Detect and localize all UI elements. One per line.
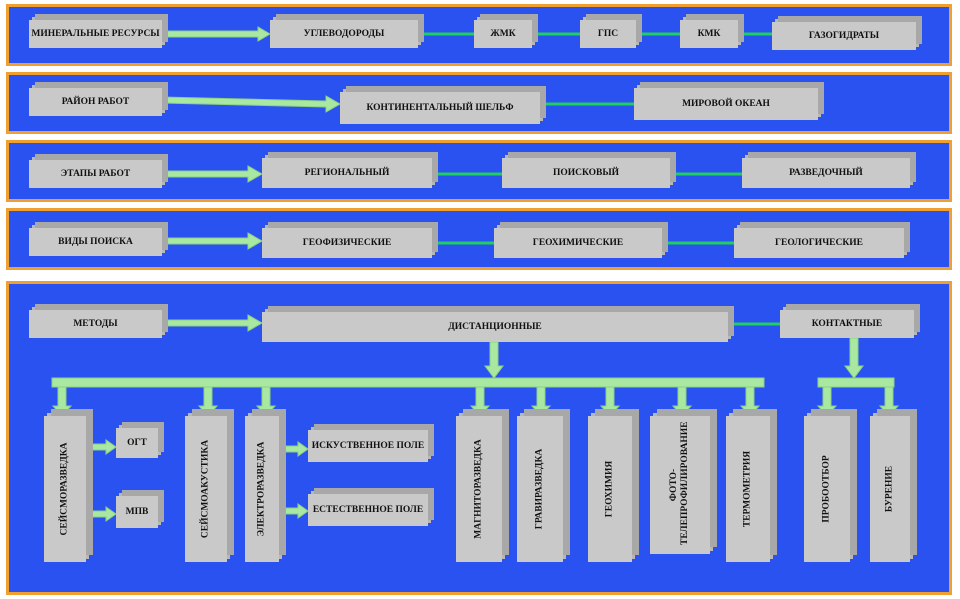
row-area-head: КОНТИНЕНТАЛЬНЫЙ ШЕЛЬФ bbox=[340, 92, 540, 124]
row-area-label: РАЙОН РАБОТ bbox=[29, 88, 162, 116]
method-magnetic: МАГНИТОРАЗВЕДКА bbox=[456, 416, 502, 562]
resource-item-gps: ГПС bbox=[580, 20, 636, 48]
electro-sub-artificial: ИСКУСТВЕННОЕ ПОЛЕ bbox=[308, 430, 428, 462]
method-seismic: СЕЙСМОРАЗВЕДКА bbox=[44, 416, 86, 562]
row-resources-head: УГЛЕВОДОРОДЫ bbox=[270, 20, 418, 48]
methods-remote: ДИСТАНЦИОННЫЕ bbox=[262, 312, 728, 342]
seismic-sub-mpv: МПВ bbox=[116, 496, 158, 528]
method-drilling: БУРЕНИЕ bbox=[870, 416, 910, 562]
row-stages-label: ЭТАПЫ РАБОТ bbox=[29, 160, 162, 188]
method-sampling: ПРОБООТБОР bbox=[804, 416, 850, 562]
row-stages-head: РЕГИОНАЛЬНЫЙ bbox=[262, 158, 432, 188]
method-electro: ЭЛЕКТРОРАЗВЕДКА bbox=[245, 416, 279, 562]
method-gravity: ГРАВИРАЗВЕДКА bbox=[517, 416, 563, 562]
electro-sub-natural: ЕСТЕСТВЕННОЕ ПОЛЕ bbox=[308, 494, 428, 526]
row-types-head: ГЕОФИЗИЧЕСКИЕ bbox=[262, 228, 432, 258]
resource-item-kmk: КМК bbox=[680, 20, 738, 48]
method-thermometry: ТЕРМОМЕТРИЯ bbox=[726, 416, 770, 562]
row-resources-label: МИНЕРАЛЬНЫЕ РЕСУРСЫ bbox=[29, 20, 162, 48]
area-item-ocean: МИРОВОЙ ОКЕАН bbox=[634, 88, 818, 120]
method-seismoacoustic: СЕЙСМОАКУСТИКА bbox=[185, 416, 227, 562]
method-photo-profiling: ФОТО-ТЕЛЕПРОФИЛИРОВАНИЕ bbox=[650, 416, 710, 554]
stage-item-exploration: РАЗВЕДОЧНЫЙ bbox=[742, 158, 910, 188]
seismic-sub-ogt: ОГТ bbox=[116, 428, 158, 458]
resource-item-gas-hydrates: ГАЗОГИДРАТЫ bbox=[772, 22, 916, 50]
stage-item-search: ПОИСКОВЫЙ bbox=[502, 158, 670, 188]
resource-item-zhmk: ЖМК bbox=[474, 20, 532, 48]
row-types-label: ВИДЫ ПОИСКА bbox=[29, 228, 162, 256]
method-geochemistry: ГЕОХИМИЯ bbox=[588, 416, 632, 562]
methods-contact: КОНТАКТНЫЕ bbox=[780, 310, 914, 338]
type-item-geochemical: ГЕОХИМИЧЕСКИЕ bbox=[494, 228, 662, 258]
type-item-geological: ГЕОЛОГИЧЕСКИЕ bbox=[734, 228, 904, 258]
methods-label: МЕТОДЫ bbox=[29, 310, 162, 338]
